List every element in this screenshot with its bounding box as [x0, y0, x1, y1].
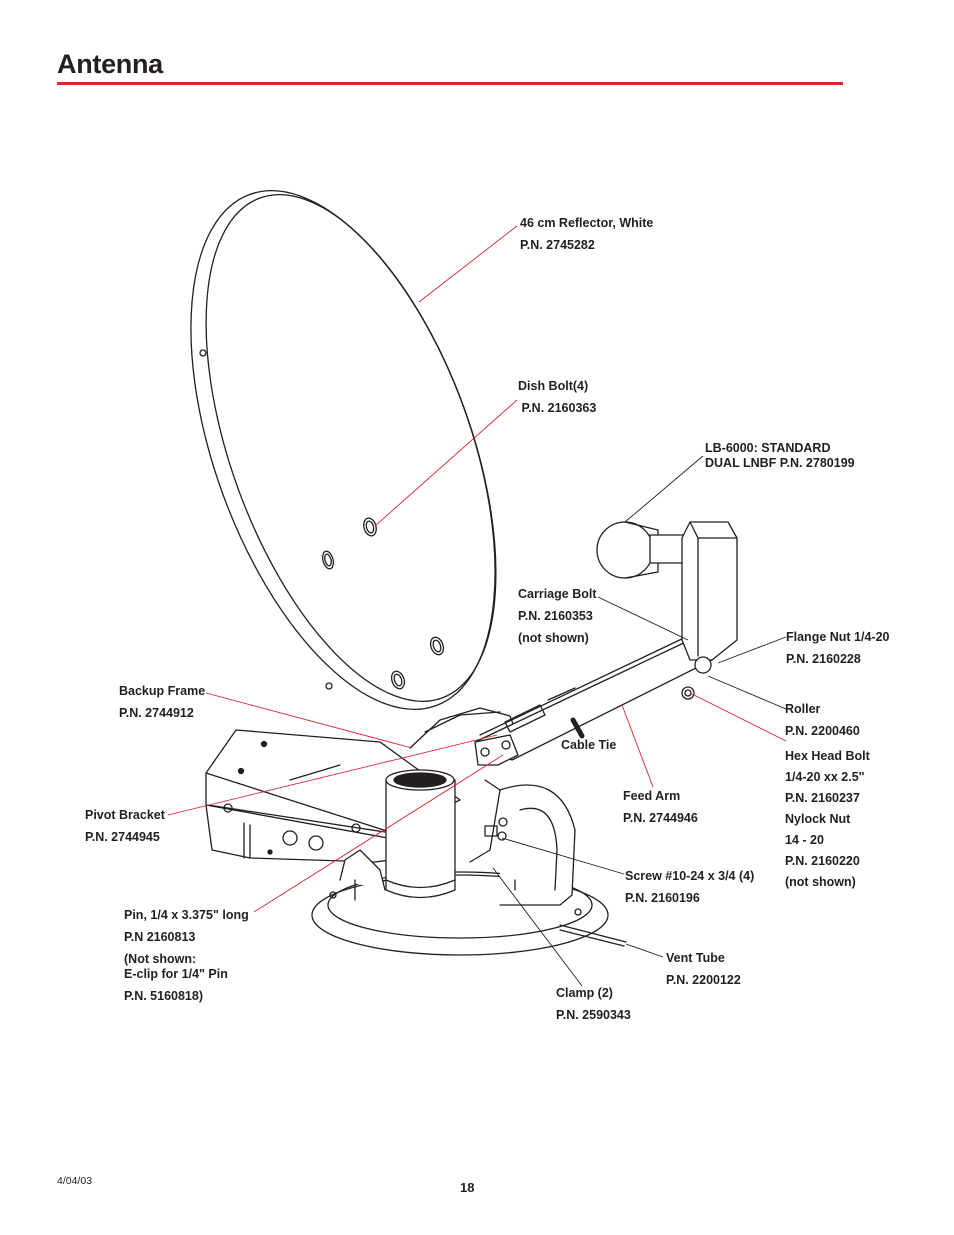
pivot-bracket-callout: Pivot Bracket P.N. 2744945: [85, 808, 165, 845]
pivot-bracket-name: Pivot Bracket: [85, 808, 165, 822]
vent-tube-name: Vent Tube: [666, 951, 725, 965]
pin-note-2: E-clip for 1/4" Pin: [124, 967, 228, 981]
reflector-name: 46 cm Reflector, White: [520, 216, 654, 230]
carriage-bolt-callout: Carriage Bolt P.N. 2160353 (not shown): [518, 587, 597, 646]
roller-name: Roller: [785, 702, 821, 716]
page-number: 18: [460, 1180, 475, 1195]
nylock-nut-pn: P.N. 2160220: [785, 854, 860, 868]
leader-lines: [167, 225, 787, 987]
cable-tie-name: Cable Tie: [561, 738, 617, 752]
carriage-bolt-pn: P.N. 2160353: [518, 609, 593, 623]
title-rule: [57, 82, 843, 85]
clamp-pn: P.N. 2590343: [556, 1008, 631, 1022]
screw-pn: P.N. 2160196: [625, 891, 700, 905]
revision-date: 4/04/03: [57, 1175, 93, 1187]
roller-callout: Roller P.N. 2200460: [785, 702, 860, 739]
dish-bolt-name: Dish Bolt(4): [518, 379, 589, 393]
hex-head-bolt-callout: Hex Head Bolt 1/4-20 xx 2.5" P.N. 216023…: [785, 749, 870, 890]
pin-callout: Pin, 1/4 x 3.375" long P.N 2160813 (Not …: [124, 908, 249, 1004]
nylock-nut-name: Nylock Nut: [785, 812, 851, 826]
lnbf: [596, 521, 738, 700]
feed-arm-name: Feed Arm: [623, 789, 681, 803]
clamp-name: Clamp (2): [556, 986, 613, 1000]
vent-tube-pn: P.N. 2200122: [666, 973, 741, 987]
screw-callout: Screw #10-24 x 3/4 (4) P.N. 2160196: [625, 869, 754, 906]
rotation-housing: [339, 779, 576, 906]
backup-frame-pn: P.N. 2744912: [119, 706, 194, 720]
vent-tube: [559, 924, 627, 947]
pin-name: Pin, 1/4 x 3.375" long: [124, 908, 249, 922]
dish-bolt-pn: P.N. 2160363: [518, 401, 597, 415]
carriage-bolt-name: Carriage Bolt: [518, 587, 597, 601]
vent-tube-callout: Vent Tube P.N. 2200122: [666, 951, 741, 988]
feed-arm-pn: P.N. 2744946: [623, 811, 698, 825]
clamp-callout: Clamp (2) P.N. 2590343: [556, 986, 631, 1023]
pin-pn: P.N 2160813: [124, 930, 196, 944]
pivot-bracket-pn: P.N. 2744945: [85, 830, 160, 844]
dish-bolt-callout: Dish Bolt(4) P.N. 2160363: [518, 379, 596, 416]
flange-nut-pn: P.N. 2160228: [786, 652, 861, 666]
backup-frame-name: Backup Frame: [119, 684, 206, 698]
screw-name: Screw #10-24 x 3/4 (4): [625, 869, 755, 883]
pin-note-1: (Not shown:: [124, 952, 197, 966]
lnbf-model: LB-6000: STANDARD: [705, 441, 831, 455]
reflector-callout: 46 cm Reflector, White P.N. 2745282: [520, 216, 653, 253]
hex-bolt-pn: P.N. 2160237: [785, 791, 860, 805]
flange-nut-callout: Flange Nut 1/4-20 P.N. 2160228: [786, 630, 890, 667]
lnbf-pn: DUAL LNBF P.N. 2780199: [705, 456, 855, 470]
cable-tie: [570, 717, 585, 739]
reflector-pn: P.N. 2745282: [520, 238, 595, 252]
reflector-dish: [190, 190, 497, 710]
hex-bolt-name: Hex Head Bolt: [785, 749, 870, 763]
cable-tie-callout: Cable Tie: [561, 738, 616, 753]
feed-arm-callout: Feed Arm P.N. 2744946: [623, 789, 698, 826]
carriage-bolt-note: (not shown): [518, 631, 589, 645]
dish-bolts: [321, 517, 445, 690]
pivot-bracket: [474, 734, 519, 841]
mast: [385, 769, 456, 899]
roller-pn: P.N. 2200460: [785, 724, 860, 738]
flange-nut-name: Flange Nut 1/4-20: [786, 630, 890, 644]
hex-bolt-size: 1/4-20 xx 2.5": [785, 770, 865, 784]
backup-frame-callout: Backup Frame P.N. 2744912: [119, 684, 205, 721]
pin-note-3: P.N. 5160818): [124, 989, 203, 1003]
nylock-nut-size: 14 - 20: [785, 833, 824, 847]
lnbf-callout: LB-6000: STANDARD DUAL LNBF P.N. 2780199: [705, 441, 855, 471]
page-title: Antenna: [57, 49, 163, 79]
nylock-nut-note: (not shown): [785, 875, 856, 889]
